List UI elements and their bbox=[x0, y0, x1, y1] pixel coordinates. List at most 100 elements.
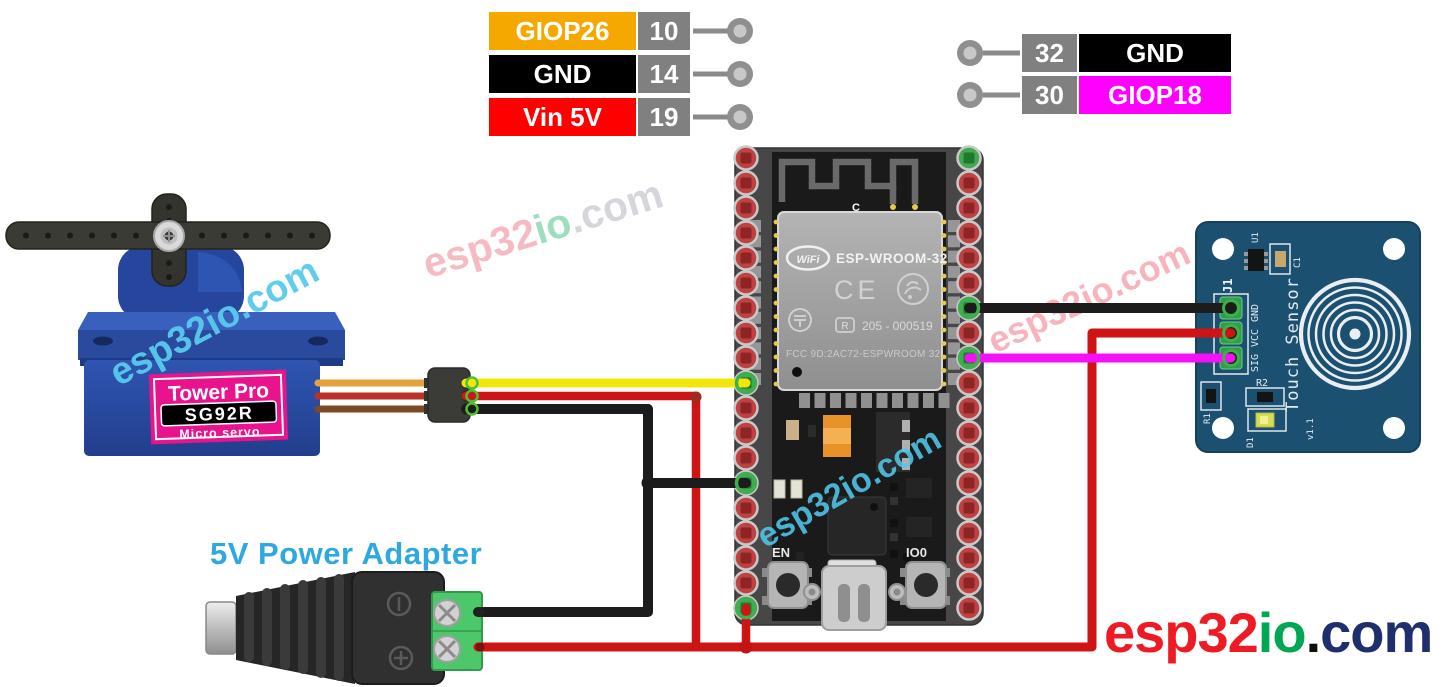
junction-dot bbox=[739, 640, 753, 654]
horn-screw-cross bbox=[163, 230, 175, 242]
servo-flange-front bbox=[78, 330, 345, 360]
wire-ground-main bbox=[461, 404, 653, 617]
mount-hole bbox=[1212, 417, 1234, 439]
logo-part-dot: . bbox=[1305, 601, 1322, 664]
junction-dot bbox=[643, 404, 653, 414]
wire-tip bbox=[475, 642, 485, 652]
fcc-id-text: FCC 9D:2AC72-ESPWROOM 32 bbox=[786, 349, 941, 360]
sensor-version: v1.1 bbox=[1306, 418, 1316, 440]
wifi-logo-text: WiFi bbox=[796, 254, 820, 266]
wire-5v-rail bbox=[473, 328, 1236, 652]
io0-button-label: IO0 bbox=[906, 545, 927, 560]
servo-subtitle: Micro servo bbox=[179, 425, 261, 442]
d1-led-core bbox=[1260, 416, 1268, 424]
d1-label: D1 bbox=[1246, 437, 1256, 448]
antenna-feed-dot bbox=[912, 204, 918, 210]
pin-callout-gnd-right: 32 GND bbox=[1022, 34, 1231, 72]
wires bbox=[314, 303, 1236, 654]
barrel-tip bbox=[205, 601, 237, 655]
antenna-trace bbox=[778, 158, 919, 204]
power-adapter-jack bbox=[205, 571, 483, 685]
cap-outline bbox=[1269, 243, 1291, 275]
micro-usb-connector bbox=[803, 559, 906, 631]
servo-mount-slot bbox=[308, 336, 328, 346]
signal-label: GIOP26 bbox=[489, 12, 636, 50]
servo-label-border bbox=[152, 373, 285, 441]
jack-housing bbox=[351, 571, 445, 685]
ce-mark: CE bbox=[834, 275, 880, 305]
module-castellation bbox=[773, 219, 947, 387]
cap-body bbox=[1275, 251, 1286, 267]
wire-tip bbox=[475, 607, 485, 617]
servo-mount-slot bbox=[93, 336, 113, 346]
r1-body bbox=[1206, 389, 1216, 403]
site-logo: esp32io.com bbox=[1104, 600, 1433, 665]
logo-part-esp32: esp32 bbox=[1104, 601, 1259, 664]
cap-label: C1 bbox=[1293, 257, 1303, 268]
servo-model: SG92R bbox=[184, 403, 254, 425]
r1-label: R1 bbox=[1203, 413, 1213, 424]
barrel-ridges bbox=[244, 574, 344, 681]
pin-label-sig: SIG bbox=[1250, 354, 1261, 372]
wifi-logo-oval bbox=[785, 245, 831, 271]
pin-callout-vin5v: Vin 5V 19 bbox=[489, 98, 690, 136]
pin-number: 32 bbox=[1022, 34, 1077, 72]
signal-label: GIOP18 bbox=[1079, 76, 1231, 114]
r2-label: R2 bbox=[1256, 378, 1268, 389]
r2-outline bbox=[1245, 387, 1285, 407]
terminal-screw-bottom bbox=[433, 635, 461, 663]
io0-button bbox=[900, 561, 950, 609]
callout-connectors bbox=[693, 18, 1020, 130]
en-button-label: EN bbox=[772, 545, 790, 560]
esp32-pins-left bbox=[733, 145, 759, 621]
servo-cylinder-highlight bbox=[198, 252, 242, 292]
antenna-feed-dot bbox=[890, 204, 896, 210]
r1-outline bbox=[1200, 381, 1222, 411]
servo-horn bbox=[5, 193, 331, 287]
mount-hole bbox=[1212, 238, 1234, 260]
servo-motor: Tower Pro SG92R Micro servo bbox=[5, 193, 345, 456]
esp32-pins-right bbox=[956, 145, 982, 621]
r-mark: R bbox=[841, 321, 848, 332]
terminal-screw-top bbox=[433, 599, 461, 627]
wifi-cert-icon bbox=[897, 273, 929, 305]
pin-callout-giop26: GIOP26 10 bbox=[489, 12, 690, 50]
logo-part-io: io bbox=[1257, 601, 1307, 664]
signal-label: GND bbox=[489, 55, 636, 93]
polarity-positive-icon bbox=[388, 645, 414, 671]
pin-callout-gnd-left: GND 14 bbox=[489, 55, 690, 93]
polarity-negative-icon bbox=[386, 591, 412, 617]
module-name: ESP-WROOM-32 bbox=[836, 251, 948, 266]
antenna-label: C bbox=[852, 202, 860, 214]
en-button bbox=[762, 561, 812, 609]
pin-number: 10 bbox=[638, 12, 690, 50]
giteki-mark-icon bbox=[788, 308, 812, 332]
esp32-components bbox=[773, 412, 932, 561]
touch-pad-rings bbox=[1298, 277, 1412, 391]
module-dot bbox=[792, 367, 802, 377]
servo-label: Tower Pro SG92R Micro servo bbox=[148, 369, 289, 445]
sensor-chip bbox=[1244, 249, 1268, 271]
pin-label-gnd: GND bbox=[1250, 304, 1261, 322]
servo-model-bg bbox=[160, 400, 278, 427]
servo-flange-top bbox=[78, 312, 345, 330]
signal-label: Vin 5V bbox=[489, 98, 636, 136]
chip-label: U1 bbox=[1251, 232, 1261, 243]
j1-label: J1 bbox=[1221, 279, 1235, 293]
r2-body bbox=[1257, 392, 1273, 402]
signal-label: GND bbox=[1079, 34, 1231, 72]
module-serial: 205 - 000519 bbox=[862, 319, 933, 333]
esp-wroom-module bbox=[777, 211, 943, 391]
logo-part-com: com bbox=[1320, 601, 1433, 664]
junction-dot bbox=[690, 391, 702, 403]
mount-hole bbox=[1383, 417, 1405, 439]
module-bottom-pads bbox=[799, 393, 950, 408]
sensor-title: Touch Sensor bbox=[1283, 277, 1303, 412]
pin-callout-giop18: 30 GIOP18 bbox=[1022, 76, 1231, 114]
connection-rings bbox=[465, 296, 1240, 620]
junction-dot bbox=[641, 476, 655, 490]
d1-outline bbox=[1247, 408, 1287, 432]
pin-number: 14 bbox=[638, 55, 690, 93]
